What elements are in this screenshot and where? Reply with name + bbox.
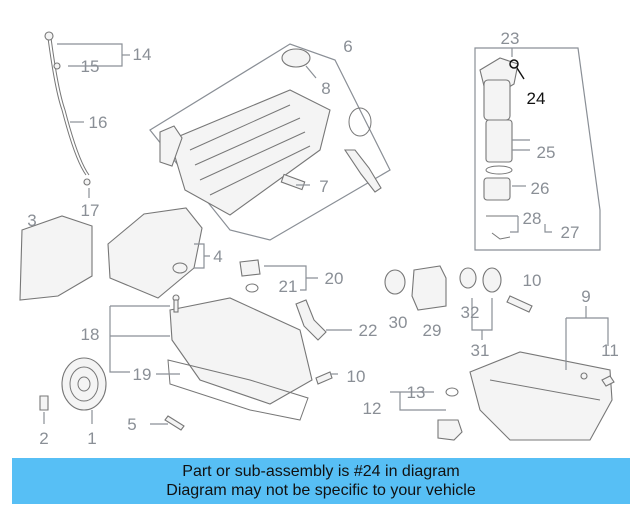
callout-20: 20 (325, 269, 344, 288)
timing-cover-3 (19, 215, 93, 301)
banner-line-2: Diagram may not be specific to your vehi… (166, 482, 476, 499)
callout-10-lower: 10 (347, 367, 366, 386)
callout-14: 14 (133, 45, 152, 64)
callout-3: 3 (27, 211, 36, 230)
leader-12-13 (390, 391, 446, 411)
callout-30: 30 (389, 313, 408, 332)
callout-22: 22 (359, 321, 378, 340)
callout-32: 32 (461, 303, 480, 322)
seal-32 (459, 267, 477, 289)
callout-12: 12 (363, 399, 382, 418)
callout-29: 29 (423, 321, 442, 340)
callout-16: 16 (89, 113, 108, 132)
dipstick-assembly (44, 31, 91, 186)
leader-27 (544, 224, 552, 233)
callout-18: 18 (81, 325, 100, 344)
oil-filter-frame (474, 47, 601, 251)
plug-10 (315, 371, 333, 385)
callout-26: 26 (531, 179, 550, 198)
callout-4: 4 (213, 247, 222, 266)
callout-2: 2 (39, 429, 48, 448)
banner-line-1: Part or sub-assembly is #24 in diagram (182, 463, 460, 480)
leader-18-19 (109, 306, 130, 373)
parts-diagram: 1 2 3 4 5 6 7 8 9 10 10 11 12 13 14 15 1… (19, 29, 619, 448)
oil-filter-housing (479, 57, 519, 240)
valve-cover-gasket (167, 359, 309, 421)
callout-28: 28 (523, 209, 542, 228)
bolt-2 (39, 395, 49, 411)
callout-13: 13 (407, 383, 426, 402)
callout-25: 25 (537, 143, 556, 162)
info-banner: Part or sub-assembly is #24 in diagram D… (12, 458, 630, 504)
callout-21: 21 (279, 277, 298, 296)
callout-6: 6 (343, 37, 352, 56)
timing-cover-4 (107, 207, 203, 299)
callout-5: 5 (127, 415, 136, 434)
leader-8 (305, 65, 317, 79)
callout-17: 17 (81, 201, 100, 220)
leader-20-21 (264, 265, 318, 291)
pin-5 (164, 415, 185, 431)
callout-15: 15 (81, 57, 100, 76)
callout-23: 23 (501, 29, 520, 48)
seal-30 (384, 269, 406, 295)
callout-24: 24 (527, 89, 546, 108)
crankshaft-pulley (61, 357, 107, 411)
valve-cover (169, 297, 313, 405)
callout-9: 9 (581, 287, 590, 306)
callout-7: 7 (319, 177, 328, 196)
manifold-frame (149, 43, 391, 241)
oil-level-sensor (437, 419, 463, 441)
callout-10-upper: 10 (523, 271, 542, 290)
callout-1: 1 (87, 429, 96, 448)
leader-9-11 (565, 306, 609, 370)
callout-8: 8 (321, 79, 330, 98)
intake-manifold (159, 48, 382, 216)
callout-19: 19 (133, 365, 152, 384)
oil-pan (469, 351, 613, 441)
callout-27: 27 (561, 223, 580, 242)
breather-hose (295, 299, 327, 341)
callout-11: 11 (601, 341, 619, 360)
leader-4 (194, 243, 210, 269)
plug-10-upper (506, 295, 533, 313)
seal-31 (482, 267, 502, 293)
sensor-20 (239, 259, 261, 277)
oil-cooler (411, 265, 447, 311)
callout-31: 31 (471, 341, 490, 360)
leader-25 (512, 139, 530, 151)
leader-28-27 (500, 215, 519, 233)
leader-31-32 (471, 298, 493, 340)
o-ring-part-24 (509, 59, 525, 80)
